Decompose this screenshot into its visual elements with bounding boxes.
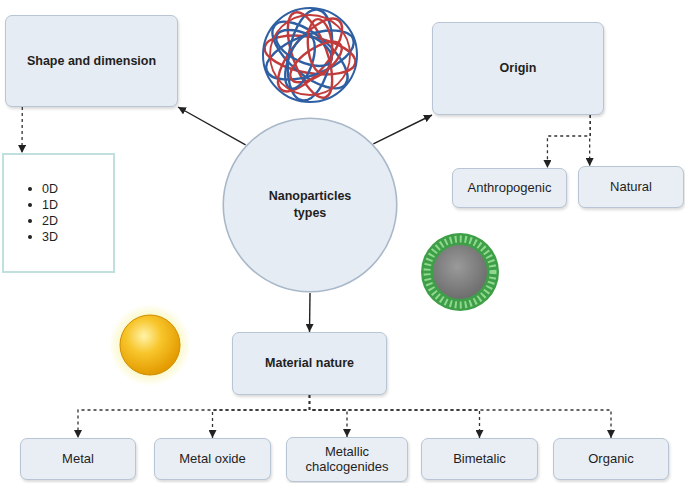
node-label: Metal <box>62 452 94 467</box>
type-box: Metal oxide <box>154 438 271 480</box>
item-text: 0D <box>42 182 58 196</box>
dashed-arrow <box>21 107 23 153</box>
bullet <box>28 235 32 239</box>
node-label: Origin <box>500 60 537 77</box>
polymer-ball <box>260 6 360 104</box>
dashed-arrow <box>310 395 480 438</box>
dashed-arrow <box>213 395 310 438</box>
circle-outline <box>222 117 398 293</box>
dashed-arrow <box>78 395 310 438</box>
node-label: Metal oxide <box>179 452 245 467</box>
bullet <box>28 187 32 191</box>
node-label: Natural <box>610 180 652 195</box>
node-label: Anthropogenic <box>468 181 552 196</box>
item-text: 2D <box>42 214 58 228</box>
type-box: Metallic chalcogenides <box>286 437 408 482</box>
list-item: 3D <box>28 229 58 245</box>
dashed-arrow <box>310 395 348 437</box>
item-text: 3D <box>42 230 58 244</box>
category-box: Shape and dimension <box>5 15 178 107</box>
dashed-arrow <box>310 395 612 438</box>
item-text: 1D <box>42 198 58 212</box>
arrow <box>309 293 311 332</box>
list-item: 1D <box>28 197 58 213</box>
arrow <box>178 107 246 145</box>
center-circle: Nanoparticles types <box>222 117 398 293</box>
type-box: Natural <box>578 166 684 208</box>
node-label: Material nature <box>265 355 354 372</box>
list-item: 0D <box>28 181 58 197</box>
bullet <box>28 203 32 207</box>
type-box: Anthropogenic <box>452 168 567 208</box>
type-box: Metal <box>20 438 136 480</box>
node-label: Nanoparticles types <box>262 188 358 222</box>
type-box: Bimetalic <box>421 438 538 480</box>
list-box: 0D 1D 2D 3D <box>2 153 115 273</box>
bullet <box>28 219 32 223</box>
dashed-arrow <box>547 115 590 168</box>
list-item: 2D <box>28 213 58 229</box>
core-shell-particle <box>421 233 499 311</box>
type-box: Organic <box>553 438 669 480</box>
category-box: Material nature <box>232 332 387 395</box>
category-box: Origin <box>432 22 604 115</box>
node-label: Shape and dimension <box>27 53 156 70</box>
node-label: Organic <box>588 452 634 467</box>
node-label: Metallic chalcogenides <box>293 445 401 475</box>
arrow <box>373 115 432 144</box>
dashed-arrow <box>589 115 591 166</box>
node-label: Bimetalic <box>453 452 506 467</box>
gold-sphere <box>109 304 191 386</box>
